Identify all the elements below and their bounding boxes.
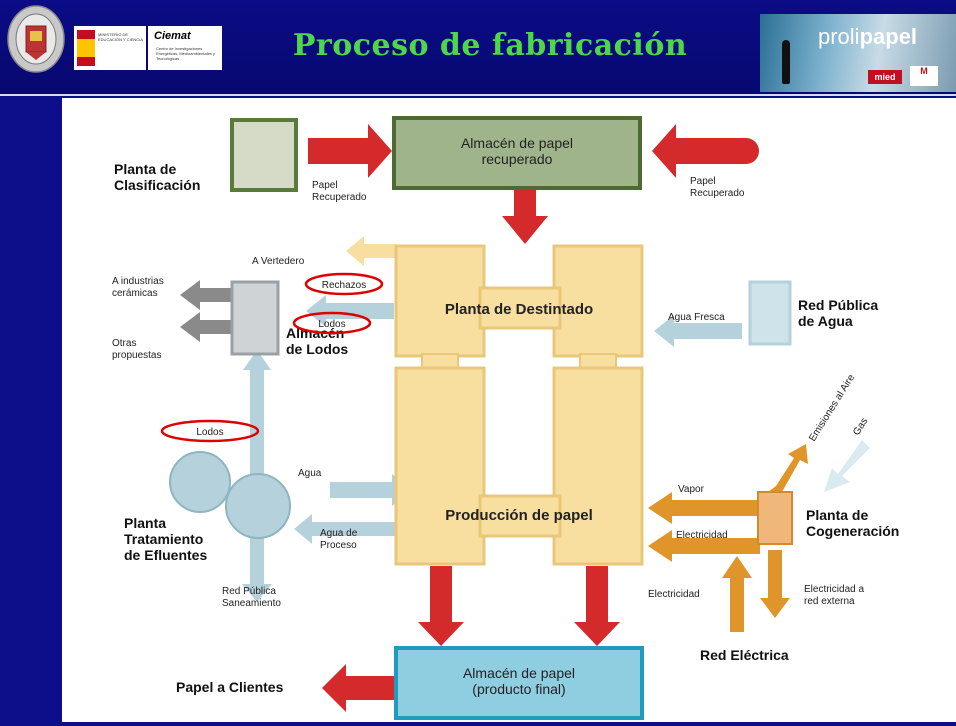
almacen-lodos-box: [230, 280, 280, 356]
university-seal-icon: [7, 5, 65, 73]
ciemat-name: Ciemat: [154, 30, 191, 42]
prolipapel-logo: prolipapel mied M: [760, 14, 956, 92]
person-silhouette-icon: [782, 40, 790, 84]
spain-flag-icon: [77, 30, 95, 66]
electricidad-red-ext-1: Electricidad a: [804, 584, 864, 595]
planta-cogeneracion-2: Cogeneración: [806, 523, 899, 539]
rechazos-label: Rechazos: [322, 280, 366, 291]
red-publica-agua-1: Red Pública: [798, 297, 878, 313]
lodos-top-label: Lodos: [318, 319, 345, 330]
red-arrows-to-almacen-final: [322, 566, 620, 712]
header-divider: [0, 94, 956, 96]
agua-label: Agua: [298, 468, 322, 479]
planta-clasificacion-box: [230, 118, 298, 192]
vertedero-arrow: [346, 236, 396, 266]
red-publica-agua-box: [748, 280, 792, 346]
red-arrow-down-to-destintado: [502, 190, 548, 244]
prolipapel-wordmark: prolipapel: [818, 24, 918, 49]
red-publica-agua-2: de Agua: [798, 313, 853, 329]
vapor-label: Vapor: [678, 484, 705, 495]
planta-tratamiento-1: Planta: [124, 515, 166, 531]
mied-logo: mied: [868, 70, 902, 84]
papel-clientes-label: Papel a Clientes: [176, 679, 284, 695]
planta-cogeneracion-1: Planta de: [806, 507, 868, 523]
agua-proceso-1: Agua de: [320, 528, 358, 539]
grey-arrows-lodos-out: [180, 280, 234, 342]
planta-cogeneracion-box: [757, 491, 793, 545]
papel-recuperado-left-2: Recuperado: [312, 192, 367, 203]
papel-recuperado-left-1: Papel: [312, 180, 338, 191]
red-arrow-recuperado-right: [652, 124, 759, 178]
ministerio-text: MINISTERIO DE EDUCACIÓN Y CIENCIA: [98, 32, 143, 42]
diagram-panel: Almacén de papel recuperado Planta de Cl…: [62, 98, 956, 722]
planta-destintado-label: Planta de Destintado: [445, 301, 593, 318]
a-vertedero-label: A Vertedero: [252, 256, 305, 267]
almacen-final-box: [394, 646, 644, 720]
lodos-left-label: Lodos: [196, 427, 223, 438]
almacen-recuperado-box: [392, 116, 642, 190]
papel-recuperado-right-1: Papel: [690, 176, 716, 187]
electricidad-1-label: Electricidad: [676, 530, 728, 541]
planta-clasificacion-label-2: Clasificación: [114, 177, 200, 193]
otras-propuestas-1: Otras: [112, 338, 136, 349]
planta-structure: [394, 244, 644, 566]
gas-arrow: [824, 440, 870, 492]
cogeneracion-arrows: [648, 444, 808, 632]
electricidad-2-label: Electricidad: [648, 589, 700, 600]
red-electrica-label: Red Eléctrica: [700, 647, 789, 663]
almacen-final-label-1: Almacén de papel: [463, 665, 575, 681]
almacen-recuperado-label-1: Almacén de papel: [461, 135, 573, 151]
almacen-lodos-label-2: de Lodos: [286, 341, 348, 357]
emisiones-label: Emisiones al Aire: [807, 372, 857, 443]
tratamiento-circle-2: [225, 473, 291, 539]
papel-recuperado-right-2: Recuperado: [690, 188, 745, 199]
a-industrias-1: A industrias: [112, 276, 164, 287]
ministerio-logo: MINISTERIO DE EDUCACIÓN Y CIENCIA: [74, 26, 146, 70]
planta-tratamiento-3: de Efluentes: [124, 547, 207, 563]
electricidad-red-ext-2: red externa: [804, 596, 855, 607]
produccion-label: Producción de papel: [445, 507, 593, 524]
rechazos-ellipse: [304, 272, 384, 296]
planta-clasificacion-label-1: Planta de: [114, 161, 176, 177]
red-saneamiento-1: Red Pública: [222, 586, 276, 597]
agua-proceso-2: Proceso: [320, 540, 357, 551]
almacen-recuperado-label-2: recuperado: [482, 151, 553, 167]
slide-title: Proceso de fabricación: [292, 28, 688, 63]
red-saneamiento-2: Saneamiento: [222, 598, 281, 609]
madrid-logo: M: [910, 66, 938, 86]
ciemat-subtitle: Centro de Investigaciones Energéticas, M…: [156, 46, 215, 61]
lodos-left-ellipse: [160, 419, 260, 443]
tratamiento-circle-1: [169, 451, 231, 513]
almacen-final-label-2: (producto final): [472, 681, 565, 697]
a-industrias-2: cerámicas: [112, 288, 158, 299]
gas-label: Gas: [851, 416, 870, 437]
ciemat-logo: Ciemat Centro de Investigaciones Energét…: [148, 26, 222, 70]
planta-tratamiento-2: Tratamiento: [124, 531, 203, 547]
process-diagram: Almacén de papel recuperado Planta de Cl…: [112, 116, 899, 720]
lodos-top-ellipse: [292, 311, 372, 335]
otras-propuestas-2: propuestas: [112, 350, 161, 361]
red-arrow-clasificacion-to-almacen: [308, 124, 392, 178]
agua-fresca-label: Agua Fresca: [668, 312, 725, 323]
